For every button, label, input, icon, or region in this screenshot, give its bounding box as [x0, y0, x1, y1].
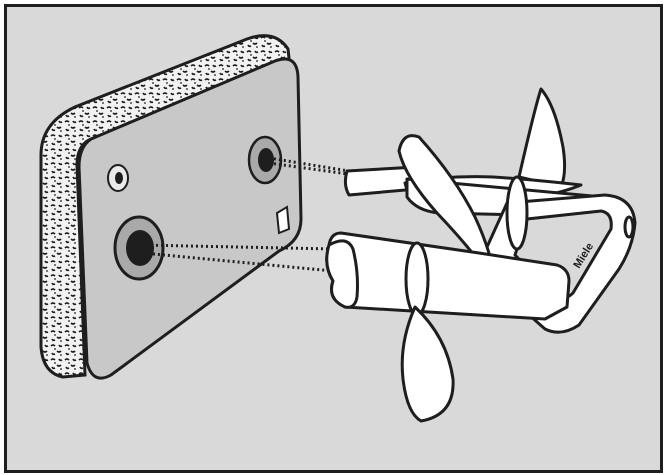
winged-holder: Miele	[325, 87, 637, 423]
bottom-wing	[400, 305, 455, 423]
alignment-lines	[140, 156, 356, 273]
upper-collar	[505, 175, 529, 251]
assembly-illustration: Miele	[39, 34, 637, 423]
filter-face	[77, 57, 303, 380]
diagram-frame: Miele	[4, 4, 663, 473]
back-wing	[517, 87, 567, 189]
main-collar	[404, 241, 430, 317]
filter-pad	[39, 34, 303, 380]
